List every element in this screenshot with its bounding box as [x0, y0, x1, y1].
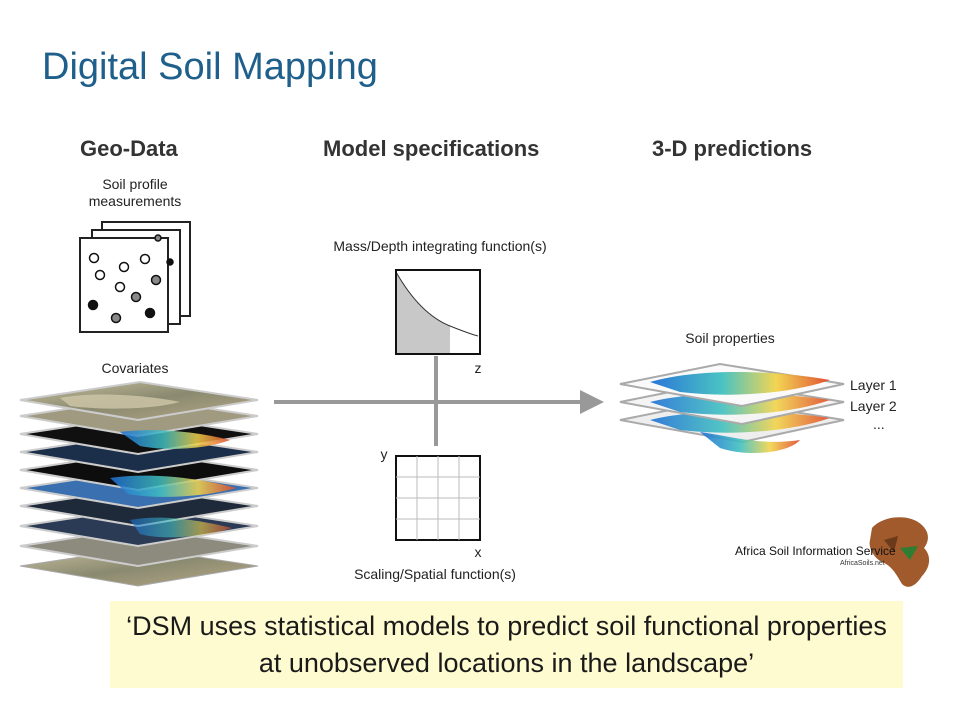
layer-more-label: ... [873, 416, 885, 432]
quote-text: ‘DSM uses statistical models to predict … [126, 610, 887, 678]
logo-site: AfricaSoils.net [840, 560, 885, 567]
spatial-grid-plot [395, 455, 481, 541]
logo-name: Africa Soil Information Service [735, 544, 896, 558]
predictions-heading: 3-D predictions [652, 136, 813, 161]
layer-2-label: Layer 2 [850, 398, 897, 414]
mass-depth-label: Mass/Depth integrating function(s) [333, 238, 547, 254]
soil-sample-points [87, 234, 174, 324]
soil-profile-cards [79, 221, 191, 333]
scaling-label: Scaling/Spatial function(s) [354, 566, 516, 582]
covariates-label: Covariates [101, 360, 169, 376]
layer-1-label: Layer 1 [850, 377, 897, 393]
geo-data-heading: Geo-Data [80, 136, 178, 161]
africa-logo-icon [869, 517, 930, 587]
soil-profile-label: Soil profile measurements [88, 176, 182, 209]
flow-arrow [274, 356, 604, 446]
prediction-layer-stack [619, 362, 845, 454]
axis-z-label: z [474, 360, 482, 376]
covariate-layer-stack [19, 380, 259, 587]
mass-depth-plot [395, 269, 481, 355]
quote-box: ‘DSM uses statistical models to predict … [110, 601, 903, 688]
axis-y-label: y [380, 446, 388, 462]
soil-properties-label: Soil properties [685, 330, 775, 346]
page-title: Digital Soil Mapping [42, 46, 378, 88]
axis-x-label: x [474, 544, 482, 560]
model-specs-heading: Model specifications [323, 136, 540, 161]
